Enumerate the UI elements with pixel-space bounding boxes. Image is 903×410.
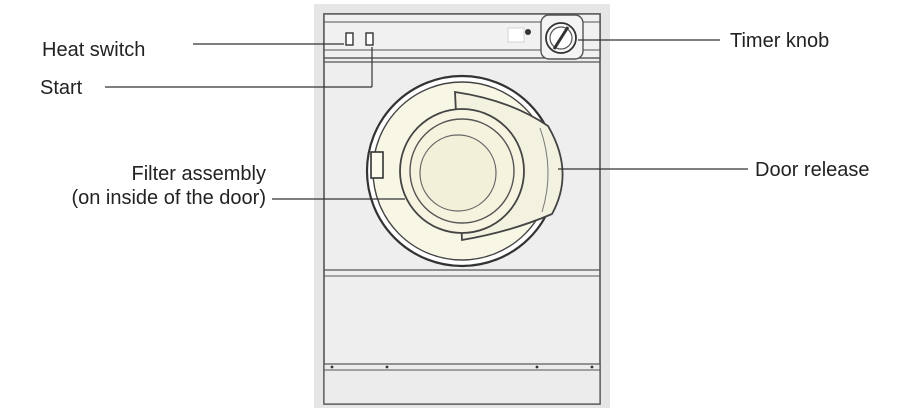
timer-knob-grip <box>552 26 570 50</box>
timer-knob-label: Timer knob <box>730 30 830 52</box>
indicator-light <box>525 29 531 35</box>
start-label: Start <box>40 77 83 99</box>
kick-plate <box>323 363 601 405</box>
screw-1 <box>330 365 334 369</box>
indicator-window <box>507 27 525 43</box>
porthole-ring-inner <box>419 134 497 212</box>
screw-3 <box>535 365 539 369</box>
heat-switch-icon[interactable] <box>345 32 354 46</box>
filter-label-line1: Filter assembly <box>131 163 266 185</box>
heat-switch-label: Heat switch <box>42 39 146 61</box>
filter-assembly-label: Filter assembly (on inside of the door) <box>71 162 266 210</box>
door-release-label: Door release <box>755 159 870 181</box>
handle-seam <box>539 127 549 213</box>
start-button-icon[interactable] <box>365 32 374 46</box>
screw-4 <box>590 365 594 369</box>
filter-tab[interactable] <box>370 151 384 179</box>
screw-2 <box>385 365 389 369</box>
filter-label-line2: (on inside of the door) <box>71 187 266 209</box>
